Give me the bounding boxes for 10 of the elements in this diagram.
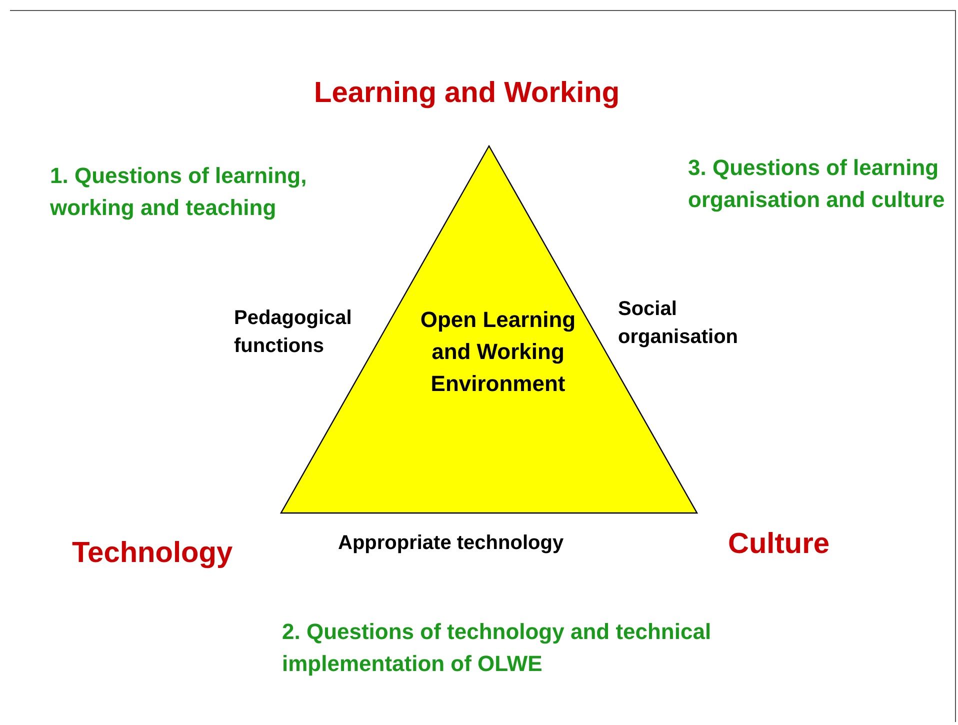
side-label: Appropriate technology <box>338 531 565 556</box>
question-text: 3. Questions of learning organisation and culture <box>688 154 946 214</box>
side-label: Pedagogical functions <box>234 306 353 359</box>
question-text: 2. Questions of technology and technical implementation of OLWE <box>282 618 712 678</box>
corner-heading: Learning and Working <box>314 76 621 111</box>
side-label: Social organisation <box>618 297 740 350</box>
question-text: 1. Questions of learning, working and teaching <box>50 162 308 222</box>
triangle-title: Open Learning and Working Environment <box>419 306 577 398</box>
corner-heading: Culture <box>728 527 830 562</box>
corner-heading: Technology <box>72 536 234 571</box>
